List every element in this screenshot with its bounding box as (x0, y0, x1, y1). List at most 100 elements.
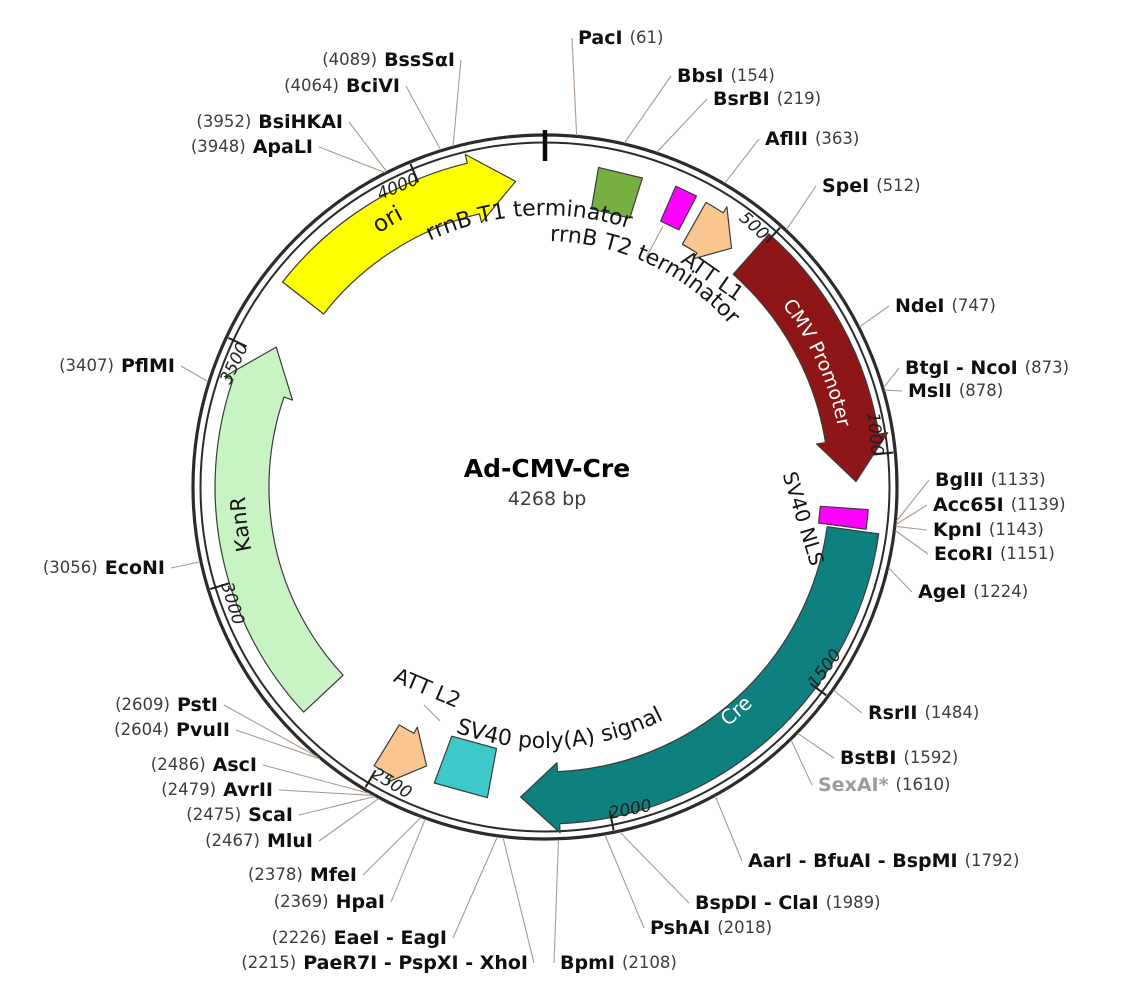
site-label: (4089) BssSαI (322, 49, 455, 71)
site-mlui: (2467)MluI (205, 797, 380, 852)
site-name: EcoNI (105, 557, 165, 579)
leader-line (223, 704, 319, 758)
feature-label-leader-1 (423, 704, 441, 722)
site-pshai: PshAI(2018) (604, 834, 772, 939)
site-eaei-eagi: (2226) EaeI - EagI (272, 836, 498, 949)
site-name: Acc65I (933, 494, 1004, 516)
site-position: (2369) (274, 892, 329, 911)
site-name: BciVI (346, 75, 400, 97)
site-position: (2467) (205, 831, 260, 850)
site-position: (2226) (272, 928, 327, 947)
plasmid-title: Ad-CMV-Cre (464, 454, 630, 483)
site-position: (363) (815, 129, 859, 148)
leader-line (895, 504, 928, 525)
leader-line (405, 85, 442, 151)
site-label: PacI (61) (578, 27, 663, 49)
site-label: BglII(1133) (935, 469, 1046, 491)
feature-label-text-sv40-poly-a-signal: SV40 poly(A) signal (453, 702, 666, 754)
scale-tick-4000 (409, 163, 420, 183)
feature-sv40-polya-signal (433, 735, 498, 799)
scale-tick-500 (765, 226, 781, 244)
leader-line (318, 146, 385, 173)
site-ecori: EcoRI (1151) (894, 530, 1055, 565)
site-hpai: (2369)HpaI (274, 818, 426, 913)
site-name: BtgI - NcoI (905, 357, 1018, 379)
site-position: (61) (630, 28, 664, 47)
site-label: (2369)HpaI (274, 891, 385, 913)
site-position: (1151) (1000, 544, 1055, 563)
site-label: KpnI(1143) (933, 519, 1044, 541)
site-name: AvrII (223, 779, 273, 801)
site-label: SpeI(512) (822, 175, 921, 197)
site-rsrii: RsrII(1484) (833, 689, 979, 724)
leader-line (298, 795, 376, 816)
site-label: BsrBI(219) (713, 88, 821, 110)
site-label: AgeI (1224) (918, 581, 1028, 603)
site-position: (2018) (717, 918, 772, 937)
feature-label-att-l2: ATT L2 (391, 663, 465, 712)
site-aari-bfuai-bspmi: AarI - BfuAI - BspMI(1792) (714, 795, 1020, 872)
scale-tick-2500 (364, 769, 377, 788)
site-label: (2378)MfeI (248, 864, 357, 886)
leader-line (553, 839, 560, 964)
leader-line (883, 367, 900, 388)
site-agei: AgeI (1224) (888, 567, 1028, 603)
scale-tick-3500 (227, 336, 247, 348)
leader-line (235, 729, 320, 760)
site-paer7i-pspxi-xhoi: (2215) PaeR7I - PspXI - XhoI (241, 837, 535, 974)
site-position: (219) (777, 89, 821, 108)
site-name: BssSαI (384, 49, 455, 71)
site-name: AgeI (918, 581, 966, 603)
site-position: (1484) (924, 703, 979, 722)
leader-line (786, 185, 817, 230)
leader-line (502, 837, 535, 964)
leader-line (180, 365, 209, 383)
leader-line (894, 530, 929, 555)
scale-tick-1500 (809, 682, 827, 697)
site-label: (2475)ScaI (186, 804, 293, 826)
leader-line (278, 789, 374, 796)
site-position: (1792) (965, 851, 1020, 870)
site-position: (3056) (43, 558, 98, 577)
feature-rrnb-t2-terminator (660, 185, 698, 231)
site-position: (1224) (973, 582, 1028, 601)
site-position: (3948) (191, 137, 246, 156)
leader-line (714, 795, 743, 862)
leader-line (619, 831, 690, 904)
leader-line (888, 567, 913, 593)
site-btgi-ncoi: BtgI - NcoI (873) (883, 357, 1069, 388)
site-avrii: (2479)AvrII (161, 779, 374, 801)
site-position: (4089) (322, 50, 377, 69)
site-label: SexAI*(1610) (818, 774, 950, 796)
leader-line (859, 305, 890, 328)
site-label: (3952)BsiHKAI (196, 111, 343, 133)
site-msli: MslI(878) (884, 380, 1003, 402)
site-label: (3056) EcoNI (43, 557, 165, 579)
site-name: PacI (578, 27, 623, 49)
site-name: BstBI (840, 747, 896, 769)
site-name: EcoRI (934, 543, 993, 565)
site-name: EaeI - EagI (334, 927, 447, 949)
site-position: (873) (1025, 358, 1069, 377)
feature-label-leader-0 (645, 225, 664, 259)
site-bglii: BglII(1133) (895, 469, 1046, 522)
leader-line (790, 739, 813, 786)
site-sexai: SexAI*(1610) (790, 739, 950, 796)
site-bcivi: (4064)BciVI (284, 75, 442, 151)
site-name: KpnI (933, 519, 982, 541)
site-position: (2486) (151, 755, 206, 774)
site-mfei: (2378)MfeI (248, 817, 422, 886)
site-position: (2215) (241, 953, 296, 972)
leader-line (571, 37, 578, 136)
site-bsihkai: (3952)BsiHKAI (196, 111, 388, 172)
feature-kanr (214, 346, 344, 713)
site-name: PaeR7I - PspXI - XhoI (303, 952, 528, 974)
site-label: BspDI - ClaI(1989) (695, 892, 881, 914)
leader-line (724, 138, 760, 184)
leader-line (170, 561, 201, 569)
site-econi: (3056) EcoNI (43, 557, 201, 579)
site-name: SexAI* (818, 774, 889, 796)
site-label: Acc65I(1139) (933, 494, 1066, 516)
site-label: EcoRI (1151) (934, 543, 1055, 565)
